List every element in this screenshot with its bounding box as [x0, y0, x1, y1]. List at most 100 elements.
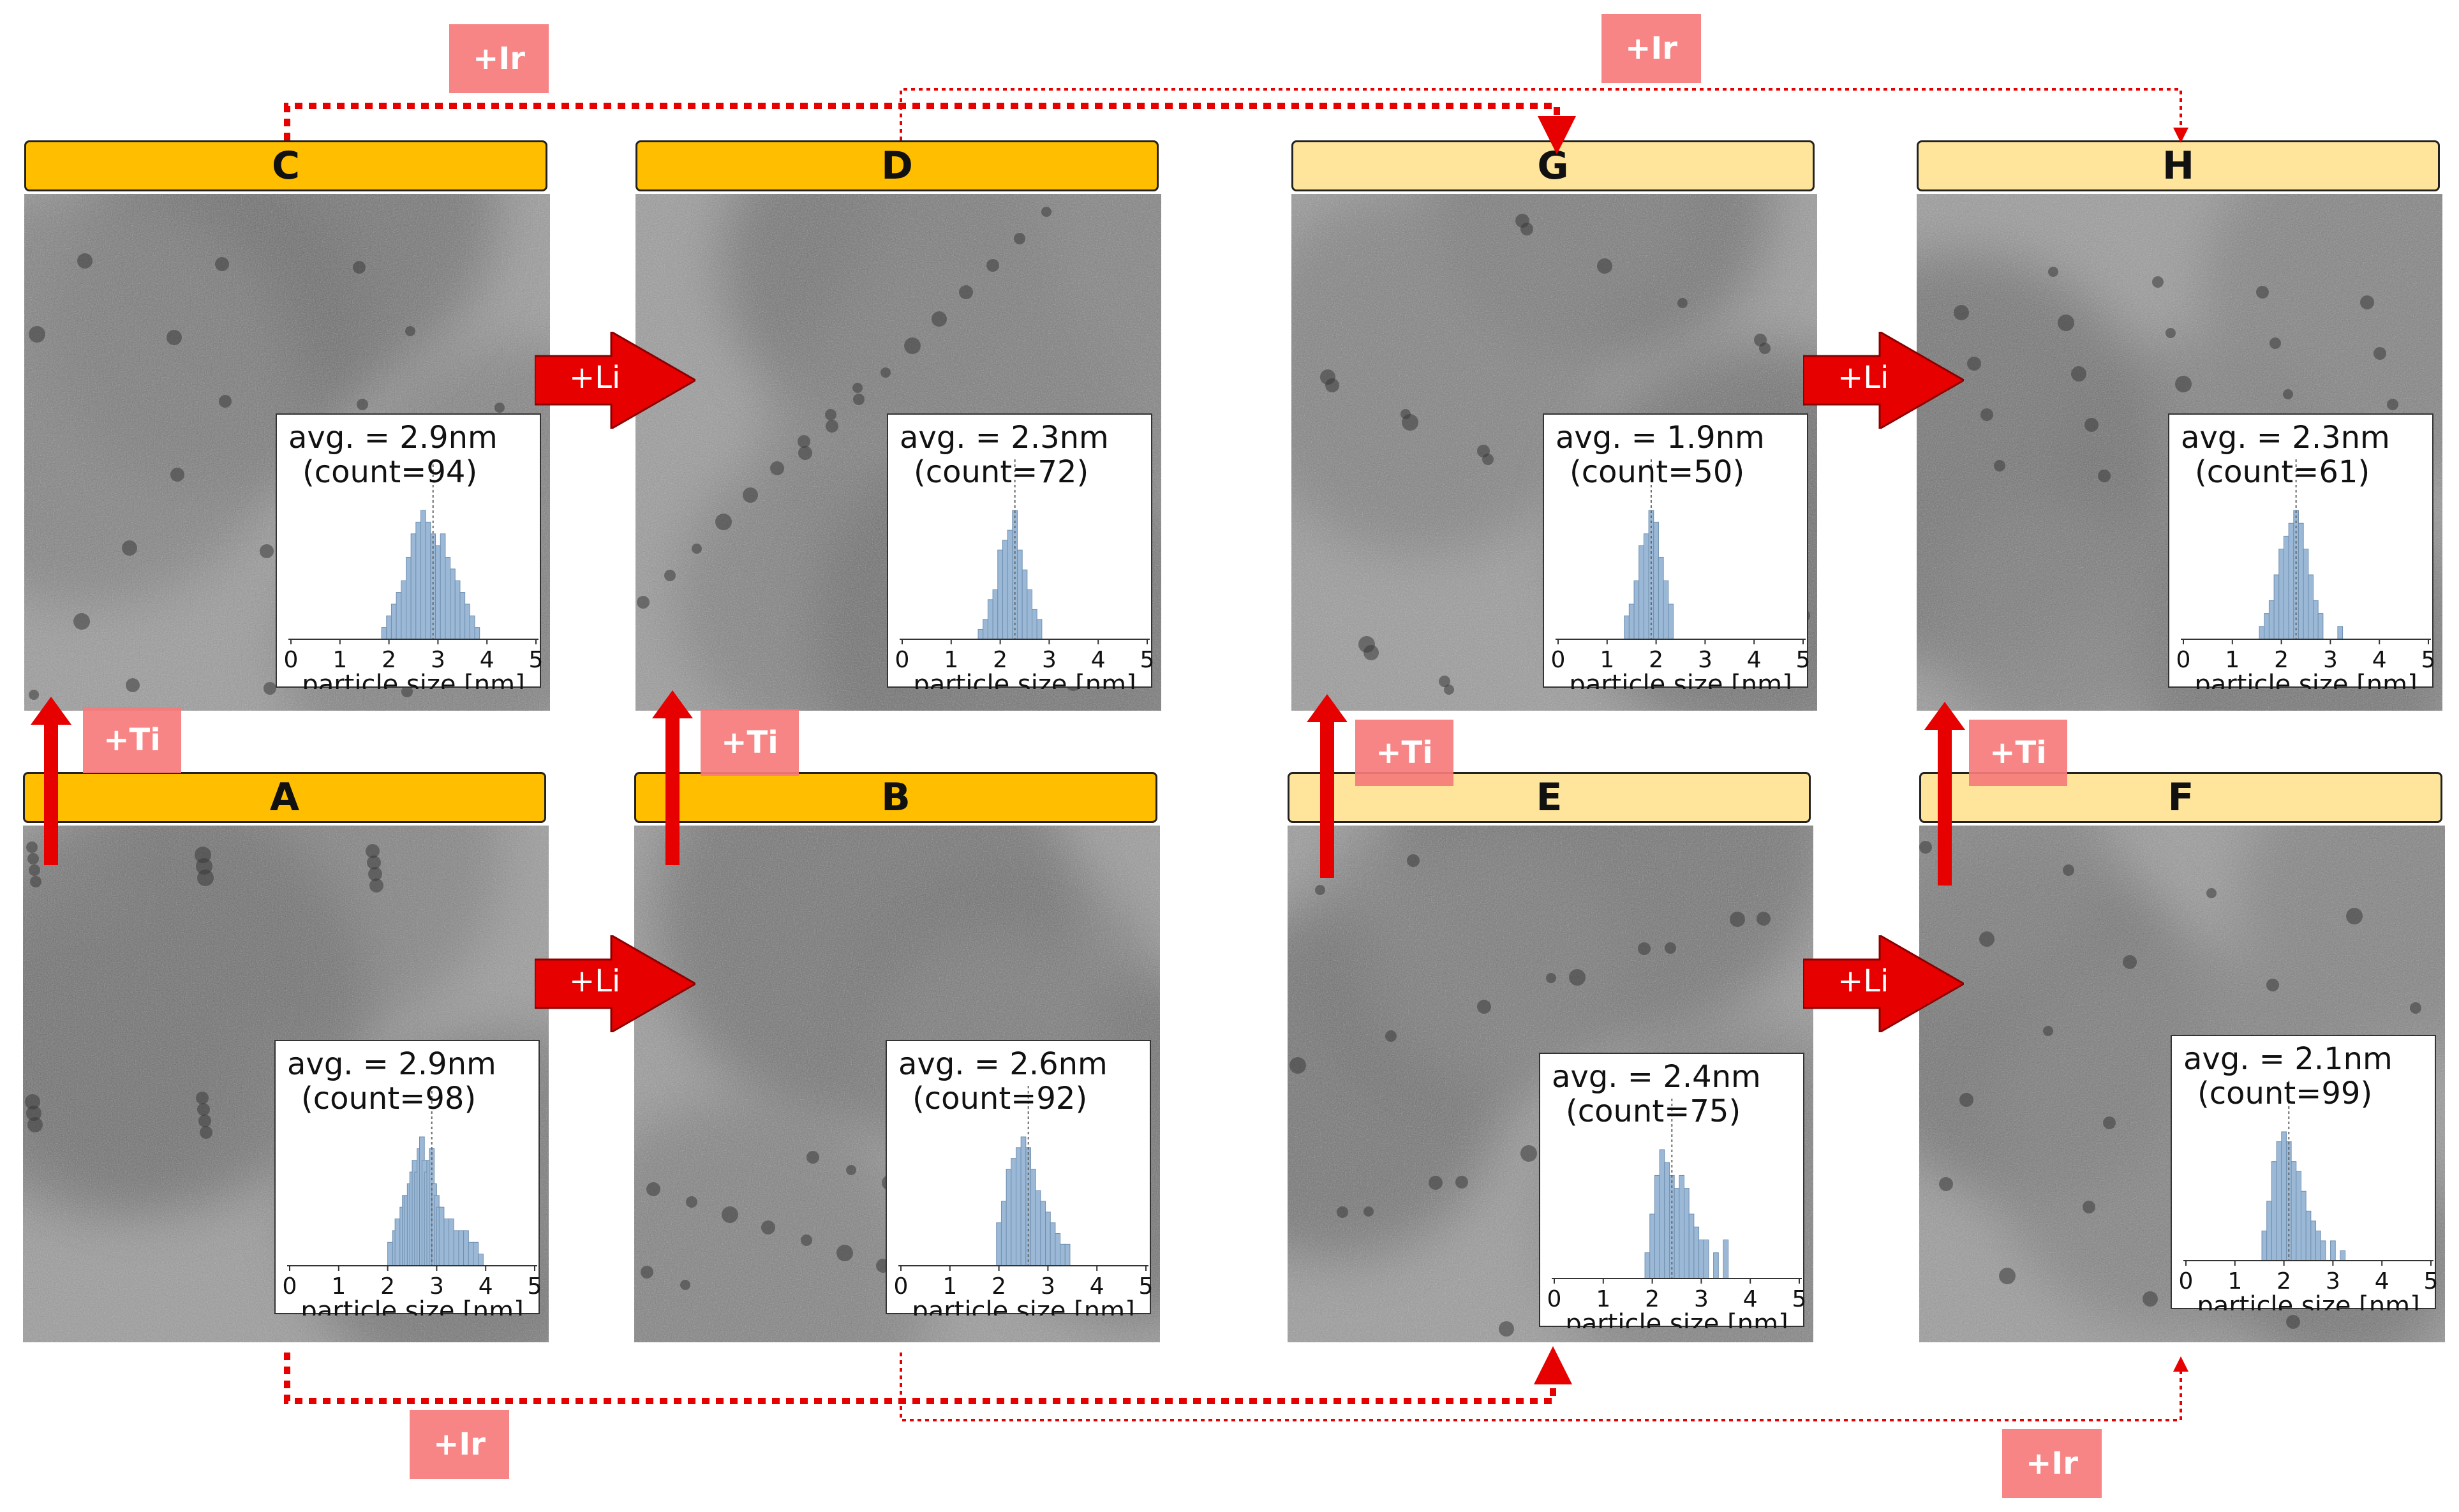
histogram-bar: [440, 533, 446, 640]
histogram-bar: [2320, 1240, 2326, 1261]
x-tick-label: 3: [1042, 647, 1057, 673]
histogram-bar: [1684, 1188, 1690, 1279]
histogram-bar: [1668, 604, 1674, 640]
histogram-bar: [1674, 1188, 1680, 1279]
histogram-bar: [1035, 1190, 1041, 1266]
histogram-bar: [2313, 600, 2319, 640]
li-arrow-e-f: +Li: [1803, 935, 1964, 1032]
histogram-bar: [381, 627, 387, 640]
x-tick-label: 0: [1551, 647, 1566, 673]
histogram-bar: [2259, 626, 2265, 640]
histogram-bar: [2296, 1171, 2301, 1261]
histogram-bar: [2300, 1190, 2307, 1261]
histogram-bar: [401, 580, 406, 640]
panel-label: B: [634, 772, 1157, 823]
x-tick-label: 1: [942, 1273, 957, 1300]
panel-label: C: [24, 140, 547, 191]
histogram-bar: [2340, 1250, 2346, 1261]
count-text: (count=94): [302, 454, 478, 490]
histogram-bar: [1659, 1149, 1665, 1279]
avg-text: avg. = 2.1nm: [2183, 1041, 2393, 1077]
histogram-bar: [420, 510, 426, 640]
ir-connector: [900, 1353, 2188, 1421]
histogram-bar: [1011, 1158, 1016, 1266]
x-tick-label: 4: [1747, 647, 1762, 673]
ir-connector: [284, 1346, 1572, 1404]
count-text: (count=72): [914, 454, 1089, 490]
x-tick-label: 0: [2176, 647, 2191, 673]
histogram-bar: [474, 627, 480, 640]
histogram-bar: [1040, 1201, 1046, 1266]
x-tick-label: 2: [2277, 1268, 2291, 1294]
x-axis-label: particle size [nm]: [302, 670, 524, 689]
histogram-bar: [1030, 1169, 1036, 1266]
x-tick-label: 0: [894, 1273, 909, 1300]
li-arrow-shape: [1803, 935, 1964, 1032]
histogram-bar: [1693, 1226, 1700, 1279]
x-tick-label: 5: [1139, 1273, 1152, 1300]
histogram-bar: [1027, 589, 1033, 640]
li-arrow-shape: [535, 935, 695, 1032]
count-text: (count=99): [2197, 1076, 2373, 1111]
histogram-bar: [996, 1222, 1002, 1266]
x-tick-label: 5: [528, 1273, 541, 1300]
x-tick-label: 2: [993, 647, 1007, 673]
li-tag: +Li: [569, 963, 621, 999]
histogram-bar: [1658, 556, 1664, 640]
x-axis-label: particle size [nm]: [1565, 1309, 1788, 1328]
x-tick-label: 2: [1645, 1286, 1660, 1312]
histogram-bar: [2315, 1230, 2321, 1261]
x-tick-label: 4: [479, 1273, 493, 1300]
histogram-bar: [458, 1230, 464, 1266]
x-tick-label: 5: [529, 647, 542, 673]
histogram-bar: [2271, 1161, 2277, 1261]
x-tick-label: 4: [2372, 647, 2387, 673]
x-tick-label: 0: [284, 647, 299, 673]
histogram-bar: [450, 568, 456, 640]
x-tick-label: 3: [1698, 647, 1712, 673]
x-tick-label: 3: [1694, 1286, 1709, 1312]
histogram-bar: [1020, 1136, 1027, 1266]
histogram-bar: [1050, 1222, 1056, 1266]
ir-tag: +Ir: [449, 24, 549, 93]
avg-text: avg. = 2.4nm: [1552, 1059, 1761, 1095]
histogram-bar: [473, 1241, 479, 1266]
histogram-bar: [435, 545, 441, 640]
x-tick-label: 4: [2375, 1268, 2389, 1294]
x-tick-label: 4: [1743, 1286, 1758, 1312]
histogram-bar: [415, 521, 422, 640]
tem-image: [1917, 194, 2442, 711]
count-text: (count=61): [2195, 454, 2370, 490]
ti-tag: +Ti: [83, 707, 181, 773]
histogram-bar: [1638, 545, 1644, 640]
histogram-bar: [1679, 1175, 1685, 1279]
x-tick-label: 1: [1596, 1286, 1610, 1312]
li-tag: +Li: [569, 360, 621, 396]
x-tick-label: 0: [283, 1273, 297, 1300]
ti-tag: +Ti: [701, 709, 799, 776]
histogram-bar: [2283, 535, 2289, 640]
histogram-bar: [468, 1241, 474, 1266]
panel-label: G: [1291, 140, 1815, 191]
ti-tag: +Ti: [1355, 720, 1453, 786]
x-tick-label: 1: [944, 647, 958, 673]
histogram-bar: [1649, 1213, 1655, 1279]
x-tick-label: 1: [2227, 1268, 2242, 1294]
histogram-bar: [977, 628, 984, 640]
histogram-bar: [2317, 613, 2324, 640]
count-text: (count=50): [1570, 454, 1745, 490]
histogram-bar: [1000, 1201, 1007, 1266]
x-axis-label: particle size [nm]: [1569, 670, 1792, 689]
histogram-bar: [1015, 1147, 1021, 1266]
histogram-bar: [1045, 1212, 1051, 1266]
histogram-bar: [1006, 1169, 1012, 1266]
